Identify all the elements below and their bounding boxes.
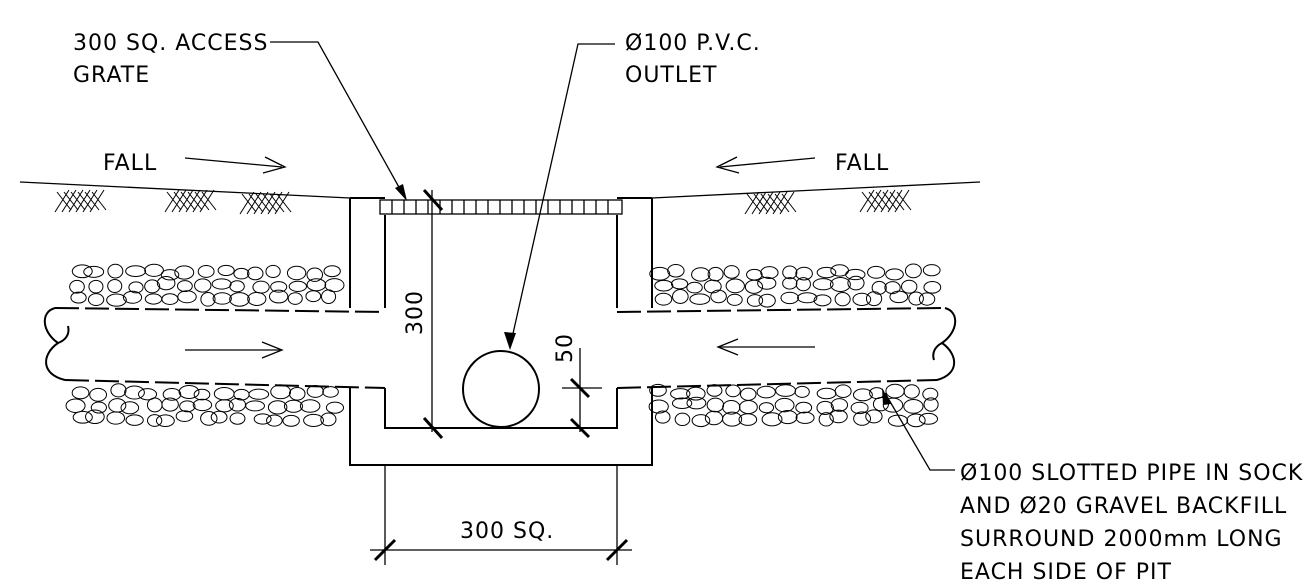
fall-label-left: FALL bbox=[103, 151, 157, 176]
width-dimension bbox=[370, 465, 632, 565]
width-dimension-label: 300 SQ. bbox=[460, 519, 554, 544]
pipe-label-line2: AND Ø20 GRAVEL BACKFILL bbox=[960, 494, 1287, 519]
depth-dimension-label: 300 bbox=[403, 290, 428, 335]
clearance-dimension-label: 50 bbox=[553, 333, 578, 363]
ground-line-right bbox=[651, 181, 981, 199]
pipe-leader bbox=[884, 392, 955, 471]
grate-label-line2: GRATE bbox=[73, 63, 150, 88]
gravel-backfill bbox=[65, 263, 942, 428]
slotted-pipe-right bbox=[616, 307, 957, 389]
pipe-leader-arrowhead bbox=[882, 388, 891, 405]
outlet-leader bbox=[509, 43, 615, 348]
grate-label-line1: 300 SQ. ACCESS bbox=[73, 31, 268, 56]
outlet-label-line1: Ø100 P.V.C. bbox=[625, 31, 761, 56]
grate-leader bbox=[270, 41, 406, 199]
earth-hatch bbox=[54, 189, 912, 215]
depth-dimension bbox=[422, 188, 444, 440]
pvc-outlet-circle bbox=[462, 350, 540, 428]
flow-arrow-left bbox=[185, 341, 284, 359]
fall-arrow-right bbox=[715, 156, 816, 174]
fall-label-right: FALL bbox=[835, 151, 889, 176]
pipe-label-line4: EACH SIDE OF PIT bbox=[960, 560, 1172, 585]
ground-line-left bbox=[19, 181, 351, 199]
grate-leader-arrowhead bbox=[395, 184, 407, 201]
slotted-pipe-left bbox=[43, 307, 386, 389]
clearance-dimension bbox=[562, 348, 602, 439]
outlet-label-line2: OUTLET bbox=[625, 63, 717, 88]
flow-arrow-right bbox=[716, 338, 815, 356]
pipe-label-line1: Ø100 SLOTTED PIPE IN SOCK bbox=[960, 461, 1303, 486]
access-grate bbox=[379, 199, 623, 215]
pit-structure bbox=[349, 197, 653, 466]
outlet-leader-arrowhead bbox=[504, 332, 516, 350]
fall-arrow-left bbox=[184, 156, 287, 174]
pipe-label-line3: SURROUND 2000mm LONG bbox=[960, 527, 1283, 552]
